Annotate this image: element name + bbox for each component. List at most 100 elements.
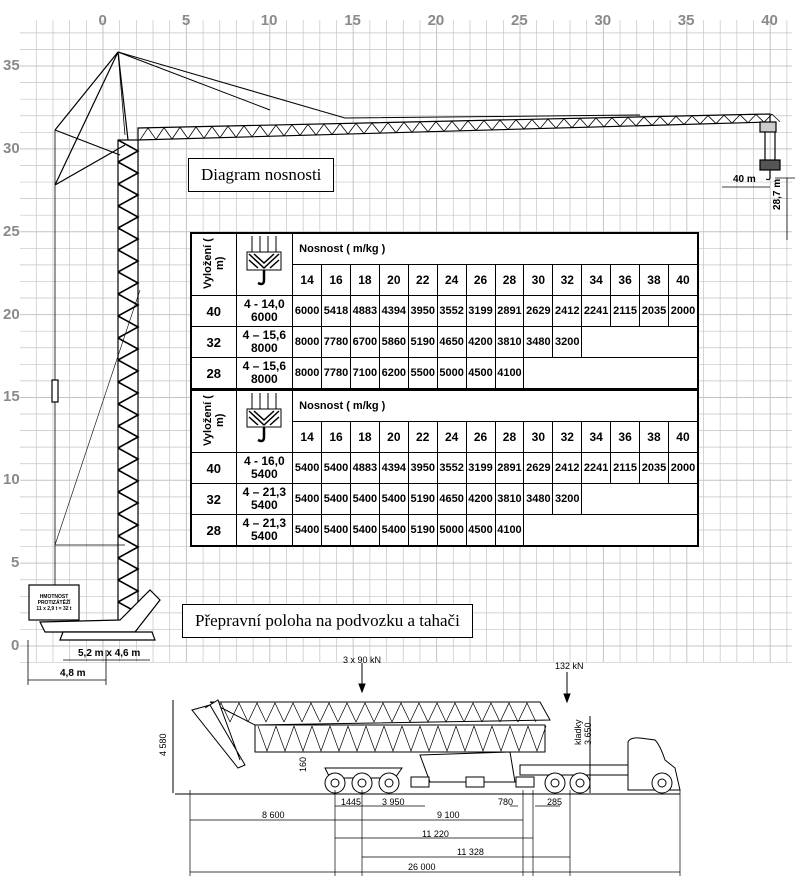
capacity-cell: 2241	[581, 452, 612, 484]
hook-load-icon	[235, 232, 294, 296]
capacity-cell: 4883	[349, 295, 380, 327]
crane-base-transport	[419, 751, 516, 783]
jib-lattice	[139, 113, 781, 141]
distance-header: 18	[349, 264, 380, 296]
capacity-cell: 3950	[407, 452, 438, 484]
transport-mast	[254, 724, 546, 753]
front-load-label: 3 x 90 kN	[343, 655, 382, 665]
capacity-cell: 8000	[292, 326, 323, 358]
distance-header: 22	[407, 264, 438, 296]
kladky-height-label: 3 650	[583, 722, 593, 745]
capacity-cell: 5400	[321, 483, 351, 515]
radius-header: Vyložení ( m)	[190, 232, 237, 296]
counter-jib	[54, 144, 126, 186]
capacity-cell: 4650	[436, 326, 467, 358]
capacity-cell: 2891	[494, 295, 525, 327]
dim-3950: 3 950	[382, 797, 405, 807]
dimension-lines	[189, 790, 681, 876]
x-tick-label: 20	[427, 12, 445, 29]
outrigger-pad	[515, 776, 535, 788]
wheel	[569, 772, 591, 794]
wheel	[651, 772, 673, 794]
transport-jib-lattice	[211, 702, 537, 723]
dim-11220: 11 220	[422, 829, 449, 839]
radius-cell: 40	[190, 295, 237, 327]
counterweight-label: HMOTNOST PROTIZÁTĚŽÍ 11 x 2,9 t = 32 t	[30, 594, 78, 612]
max-load-text: 8000	[250, 341, 278, 355]
distance-header: 40	[667, 264, 699, 296]
range-text: 4 – 15,6	[242, 328, 287, 342]
capacity-cell: 2891	[494, 452, 525, 484]
dim-11328: 11 328	[457, 847, 484, 857]
x-tick-label: 25	[511, 12, 528, 29]
max-load-text: 5400	[250, 498, 278, 512]
jib-pendant	[117, 51, 271, 111]
wheel-hub	[384, 778, 394, 788]
capacity-cell: 3950	[407, 295, 438, 327]
distance-header: 32	[552, 264, 583, 296]
dim-1445: 1445	[341, 797, 362, 807]
dim-285: 285	[547, 797, 563, 807]
mast-lattice	[117, 139, 140, 625]
x-tick-label: 35	[677, 12, 695, 29]
tower-peak	[117, 51, 129, 141]
capacity-cell: 2035	[639, 295, 669, 327]
dim-8600: 8 600	[262, 810, 285, 820]
distance-header: 20	[378, 421, 409, 453]
capacity-cell: 5400	[378, 514, 409, 547]
height-label: 28,7 m	[772, 178, 783, 210]
wheel	[544, 772, 566, 794]
wheels	[324, 772, 673, 794]
radius-cell: 28	[190, 514, 237, 547]
distance-header: 28	[494, 421, 525, 453]
y-tick-label: 10	[3, 471, 20, 489]
max-load-text: 6000	[250, 310, 278, 324]
capacity-cell: 6000	[292, 295, 323, 327]
radius-header-text: Vyložení ( m)	[201, 394, 226, 446]
counterweight-label-line: HMOTNOST	[39, 594, 69, 600]
x-tick-label: 40	[761, 12, 778, 29]
distance-header: 22	[407, 421, 438, 453]
distance-header: 24	[436, 264, 467, 296]
empty-cell	[523, 514, 699, 547]
radius-cell: 32	[190, 483, 237, 515]
capacity-cell: 2000	[667, 295, 699, 327]
capacity-cell: 4200	[465, 483, 496, 515]
rear-load-label: 132 kN	[555, 661, 584, 671]
tail-radius-label: 4,8 m	[60, 668, 86, 679]
capacity-cell: 3552	[436, 295, 467, 327]
distance-header: 30	[523, 264, 554, 296]
capacity-cell: 2629	[523, 452, 554, 484]
range-text: 4 – 21,3	[242, 485, 287, 499]
capacity-cell: 2035	[639, 452, 669, 484]
base-size-label: 5,2 m x 4,6 m	[78, 648, 141, 659]
capacity-cell: 5190	[407, 514, 438, 547]
crane-drawing	[27, 51, 795, 685]
capacity-cell: 4500	[465, 514, 496, 547]
transport-height-label: 4 580	[158, 733, 168, 756]
capacity-cell: 5400	[321, 514, 351, 547]
jib-pendant	[117, 51, 641, 119]
arrow-head	[563, 693, 571, 704]
transport-drawing	[172, 663, 681, 876]
capacity-cell: 4100	[494, 514, 525, 547]
y-tick-label: 5	[11, 554, 20, 572]
capacity-cell: 2629	[523, 295, 554, 327]
x-tick-label: 5	[181, 12, 191, 29]
counter-jib	[54, 129, 121, 156]
hook-block	[759, 159, 781, 171]
capacity-cell: 5400	[292, 514, 323, 547]
wheel-hub	[550, 778, 560, 788]
capacity-cell: 5190	[407, 483, 438, 515]
range-text: 4 - 16,0	[243, 454, 285, 468]
distance-header: 30	[523, 421, 554, 453]
capacity-cell: 5400	[349, 514, 380, 547]
reach-label: 40 m	[733, 174, 756, 185]
distance-header: 36	[610, 264, 641, 296]
capacity-cell: 4500	[465, 357, 496, 390]
distance-header: 26	[465, 421, 496, 453]
